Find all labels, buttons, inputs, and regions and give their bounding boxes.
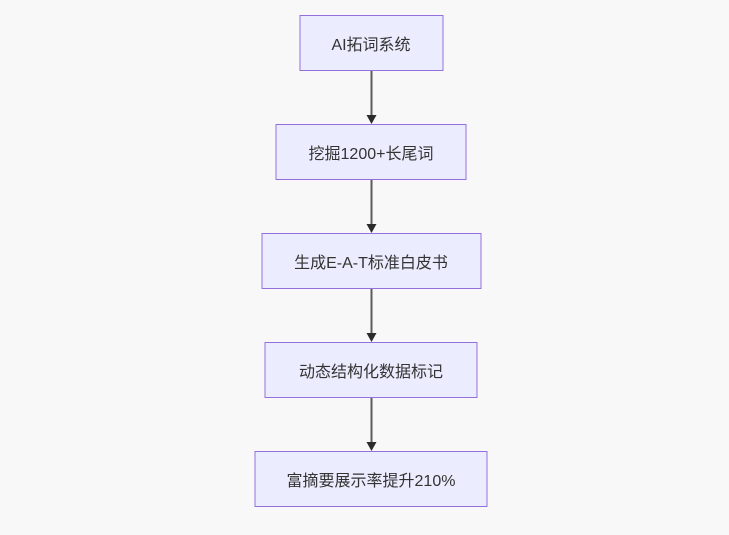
arrow-line bbox=[370, 289, 372, 334]
flow-node-label: 动态结构化数据标记 bbox=[298, 364, 443, 381]
flow-arrow-c-d bbox=[366, 289, 376, 342]
flow-node-structured-data-markup: 动态结构化数据标记 bbox=[264, 342, 478, 398]
arrow-line bbox=[370, 71, 372, 116]
arrow-head-icon bbox=[366, 442, 376, 451]
flow-node-label: AI拓词系统 bbox=[331, 37, 411, 54]
arrow-head-icon bbox=[366, 333, 376, 342]
arrow-line bbox=[370, 398, 372, 443]
arrow-line bbox=[370, 180, 372, 225]
flowchart: AI拓词系统 挖掘1200+长尾词 生成E-A-T标准白皮书 动态结构化数据标记… bbox=[254, 15, 488, 507]
flow-node-label: 生成E-A-T标准白皮书 bbox=[294, 255, 448, 272]
flow-node-ai-keyword-system: AI拓词系统 bbox=[299, 15, 443, 71]
arrow-head-icon bbox=[366, 115, 376, 124]
flow-node-rich-snippet-result: 富摘要展示率提升210% bbox=[254, 451, 488, 507]
flow-arrow-a-b bbox=[366, 71, 376, 124]
arrow-head-icon bbox=[366, 224, 376, 233]
flow-arrow-d-e bbox=[366, 398, 376, 451]
flow-node-label: 挖掘1200+长尾词 bbox=[308, 146, 434, 163]
flow-node-eat-whitepaper: 生成E-A-T标准白皮书 bbox=[261, 233, 481, 289]
flow-node-longtail-mining: 挖掘1200+长尾词 bbox=[275, 124, 467, 180]
flow-node-label: 富摘要展示率提升210% bbox=[286, 473, 456, 490]
flow-arrow-b-c bbox=[366, 180, 376, 233]
